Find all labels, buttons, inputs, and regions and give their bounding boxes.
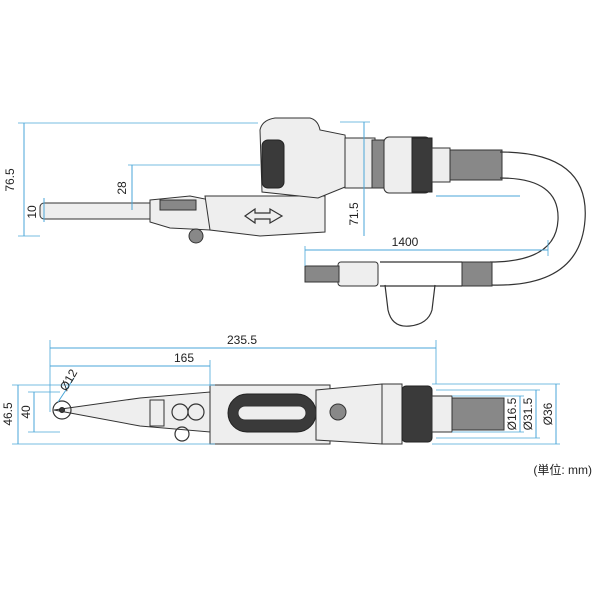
- hose-end-top: [431, 147, 451, 183]
- throttle-lever: [329, 403, 347, 421]
- arm-roller-b: [187, 403, 205, 421]
- label-hose-inner-diameter: Ø16.5: [505, 397, 519, 430]
- body-grip-inner: [237, 405, 307, 421]
- coupling-top: [371, 139, 385, 189]
- hose-end-side: [431, 395, 453, 433]
- motor-side-panel: [344, 137, 376, 189]
- arm-block-a: [149, 399, 165, 427]
- label-body-height: 28: [115, 181, 129, 195]
- front-pulley: [52, 400, 72, 420]
- quick-coupler-nose: [304, 265, 340, 283]
- hose-connector-top: [449, 149, 503, 181]
- dimension-lines: [12, 121, 560, 445]
- belt-arm-top: [39, 202, 156, 220]
- arm-knob: [188, 228, 204, 244]
- label-belt-width: 40: [19, 405, 33, 419]
- label-arm-length: 165: [174, 351, 194, 365]
- leader-pulley-dia: [57, 377, 75, 403]
- arm-knob-side: [174, 426, 190, 442]
- quick-coupler: [337, 261, 379, 287]
- main-body-top: [204, 195, 326, 237]
- air-hose-loop: [489, 151, 586, 286]
- front-pulley-center: [59, 407, 65, 413]
- hose-hanger: [384, 284, 436, 327]
- label-overall-length: 235.5: [227, 333, 257, 347]
- label-overall-height-top: 76.5: [3, 168, 17, 192]
- label-hose-length: 1400: [392, 235, 419, 249]
- label-belt-arm-height: 10: [25, 205, 39, 219]
- unit-note: (単位: mm): [533, 462, 592, 477]
- belt-arm-side: [53, 391, 211, 433]
- label-pulley-diameter: Ø12: [57, 366, 81, 393]
- hose-lower-fitting: [461, 261, 493, 287]
- fitting-ring-top: [411, 137, 433, 193]
- coupling-side: [381, 383, 403, 445]
- label-side-height: 46.5: [1, 402, 15, 426]
- top-view: [39, 117, 586, 327]
- motor-grip: [261, 139, 285, 189]
- label-fitting-diameter: Ø36: [541, 402, 555, 425]
- dimension-labels: 76.5 28 10 71.5 1400 235.5 165 46.5 40 Ø…: [1, 168, 555, 430]
- direction-arrow-icon: [243, 207, 284, 225]
- arm-clamp: [159, 199, 197, 211]
- label-handle-height: 71.5: [347, 202, 361, 226]
- label-hose-outer-diameter: Ø31.5: [521, 397, 535, 430]
- body-tail-side: [315, 383, 383, 445]
- side-view: [52, 383, 505, 445]
- fitting-ring-side: [401, 385, 433, 443]
- air-hose-loop-inner: [489, 177, 559, 263]
- hose-connector-side: [451, 397, 505, 431]
